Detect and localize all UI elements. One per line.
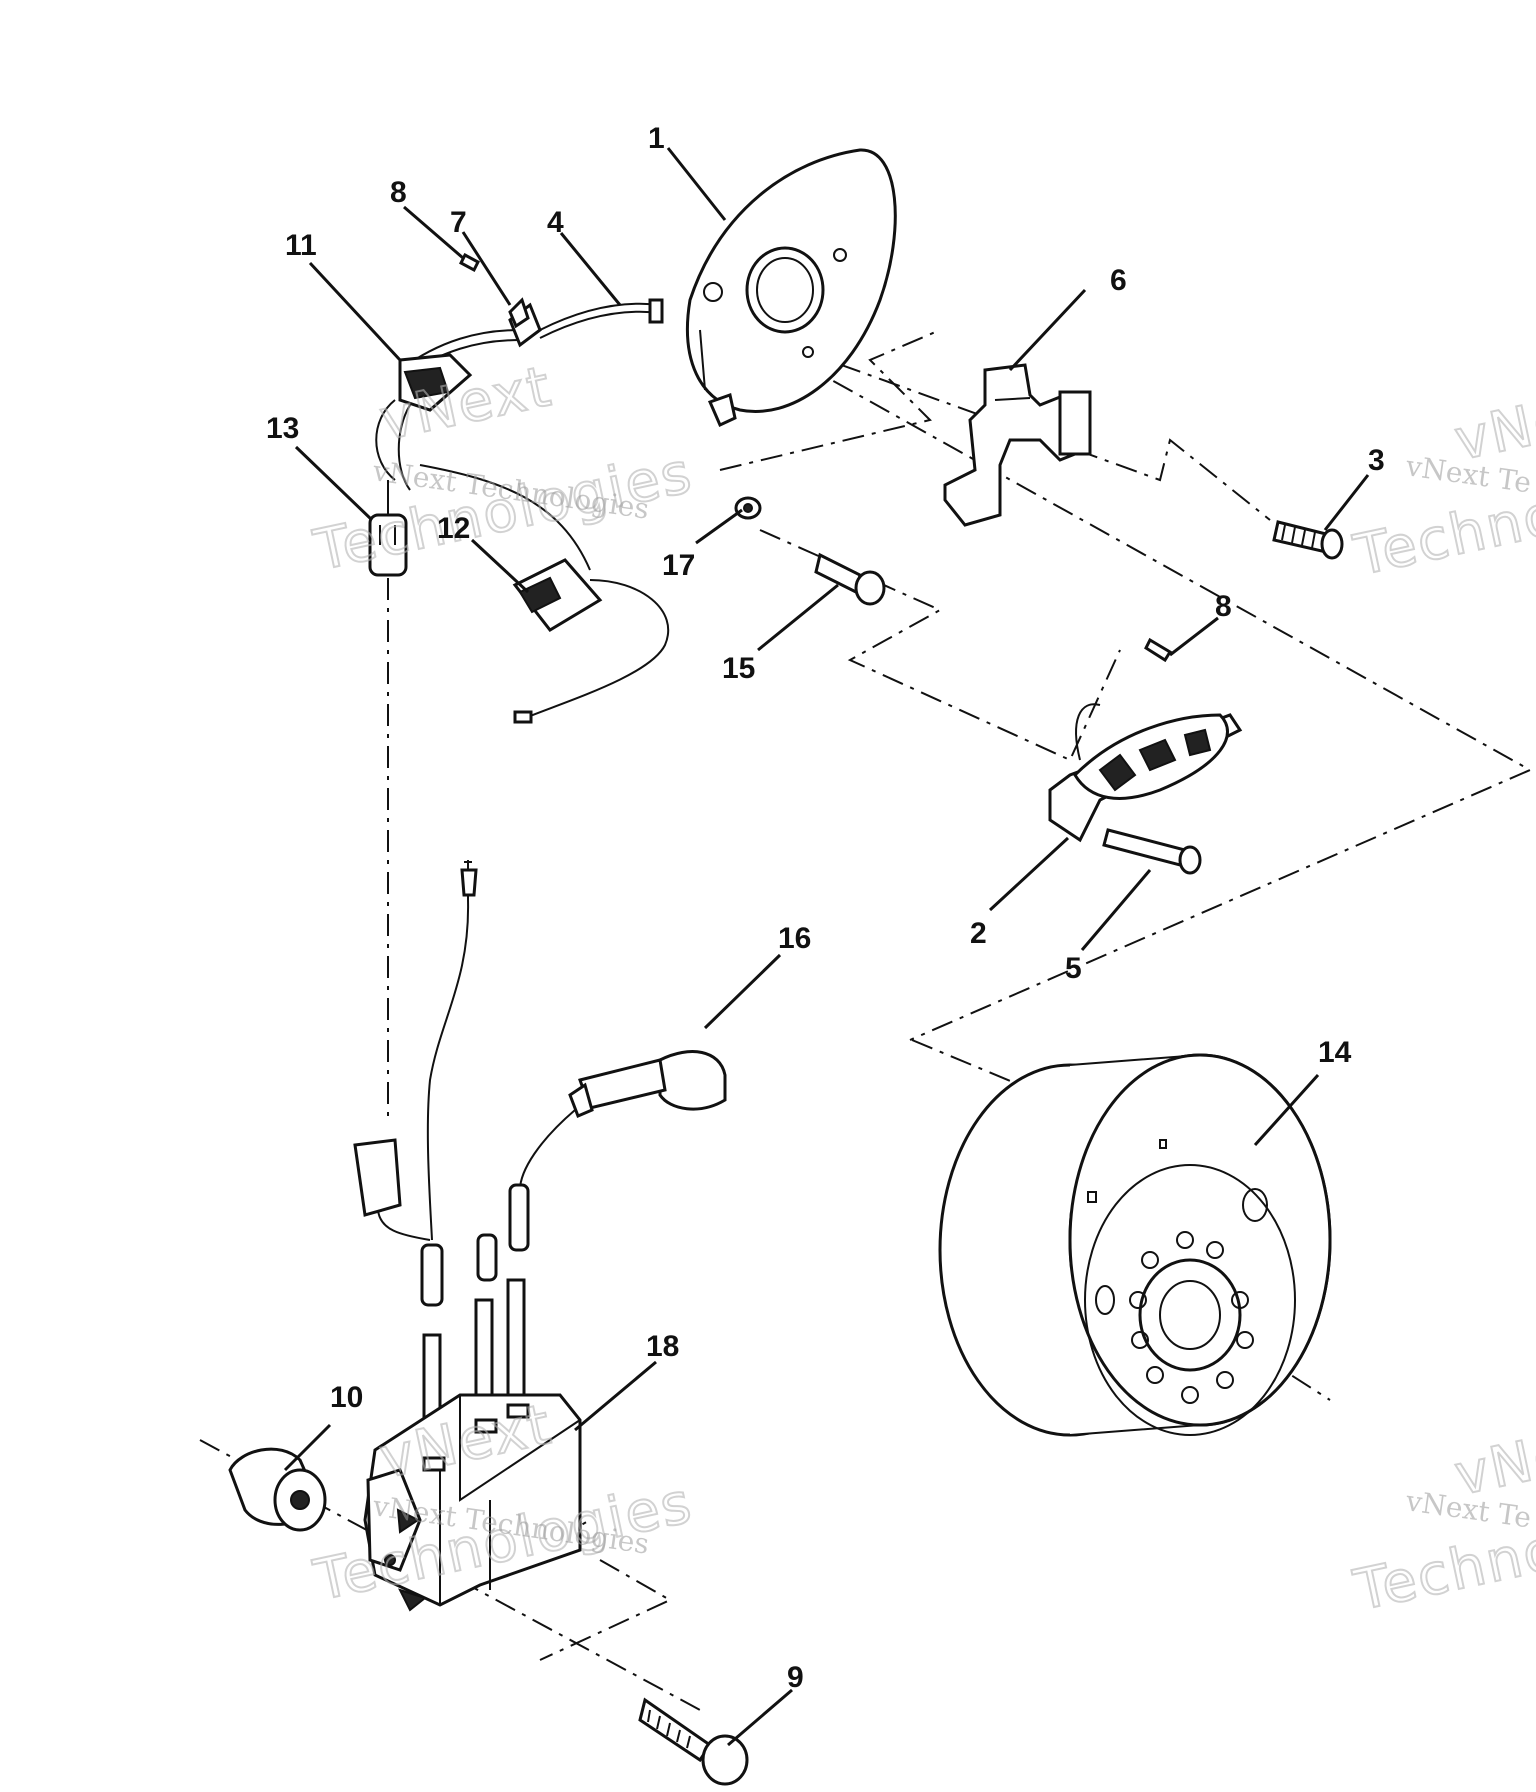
callout-labels: 1 2 3 4 5 6 7 8 8 9 10 11 12 13 14 15 16… <box>266 122 1385 1694</box>
wire-harness-part-4 <box>399 298 664 381</box>
spark-plug-cap-part-16 <box>519 1050 727 1191</box>
callout-1: 1 <box>648 122 665 155</box>
small-screw-part-8b <box>1144 637 1173 663</box>
junction-connector-part-12 <box>419 464 670 724</box>
callout-3: 3 <box>1368 444 1385 477</box>
callout-12: 12 <box>437 512 470 545</box>
callout-18: 18 <box>646 1330 679 1363</box>
bracket-part-6 <box>943 363 1092 527</box>
svg-text:Techno: Techno <box>1348 482 1536 589</box>
callout-9: 9 <box>787 1661 804 1694</box>
pulser-coil-part-11 <box>375 353 473 491</box>
small-screw-part-8a <box>459 252 480 273</box>
lead-connector <box>353 1138 431 1241</box>
flywheel-part-14 <box>938 1053 1332 1437</box>
callout-8-upper: 8 <box>390 176 407 209</box>
spacer-part-10 <box>228 1447 327 1532</box>
watermark-lower-right: vNe Techno vNext Te <box>1347 1420 1536 1625</box>
callout-8-lower: 8 <box>1215 590 1232 623</box>
connector-part-13 <box>368 480 408 577</box>
watermark: vNext Technologies vNext Technologies vN… <box>307 353 1536 1625</box>
callout-10: 10 <box>330 1381 363 1414</box>
clamp-part-7 <box>508 297 530 329</box>
stator-plate-part-1 <box>685 148 897 428</box>
callout-6: 6 <box>1110 264 1127 297</box>
screw-part-5 <box>1102 828 1202 875</box>
cdi-box-part-18 <box>363 1393 582 1612</box>
callout-16: 16 <box>778 922 811 955</box>
coil-part-2 <box>1048 703 1243 843</box>
callout-5: 5 <box>1065 952 1082 985</box>
bolt-part-15 <box>814 552 886 606</box>
callout-leader-lines <box>283 147 1370 1747</box>
watermark-upper-right: vNe Techno vNext Te <box>1347 385 1536 590</box>
bolt-part-9 <box>638 1697 749 1786</box>
callout-11: 11 <box>285 229 317 262</box>
callout-17: 17 <box>662 549 695 582</box>
svg-text:Techno: Techno <box>1348 1517 1536 1624</box>
washer-part-17 <box>734 496 762 520</box>
callout-15: 15 <box>722 652 755 685</box>
callout-7: 7 <box>450 206 467 239</box>
callout-13: 13 <box>266 412 299 445</box>
ignition-leads <box>420 860 530 1467</box>
callout-14: 14 <box>1318 1036 1352 1069</box>
callout-4: 4 <box>547 206 564 239</box>
watermark-upper-left: vNext Technologies vNext Technologies <box>307 353 699 585</box>
screw-part-3 <box>1272 520 1344 560</box>
callout-2: 2 <box>970 917 987 950</box>
